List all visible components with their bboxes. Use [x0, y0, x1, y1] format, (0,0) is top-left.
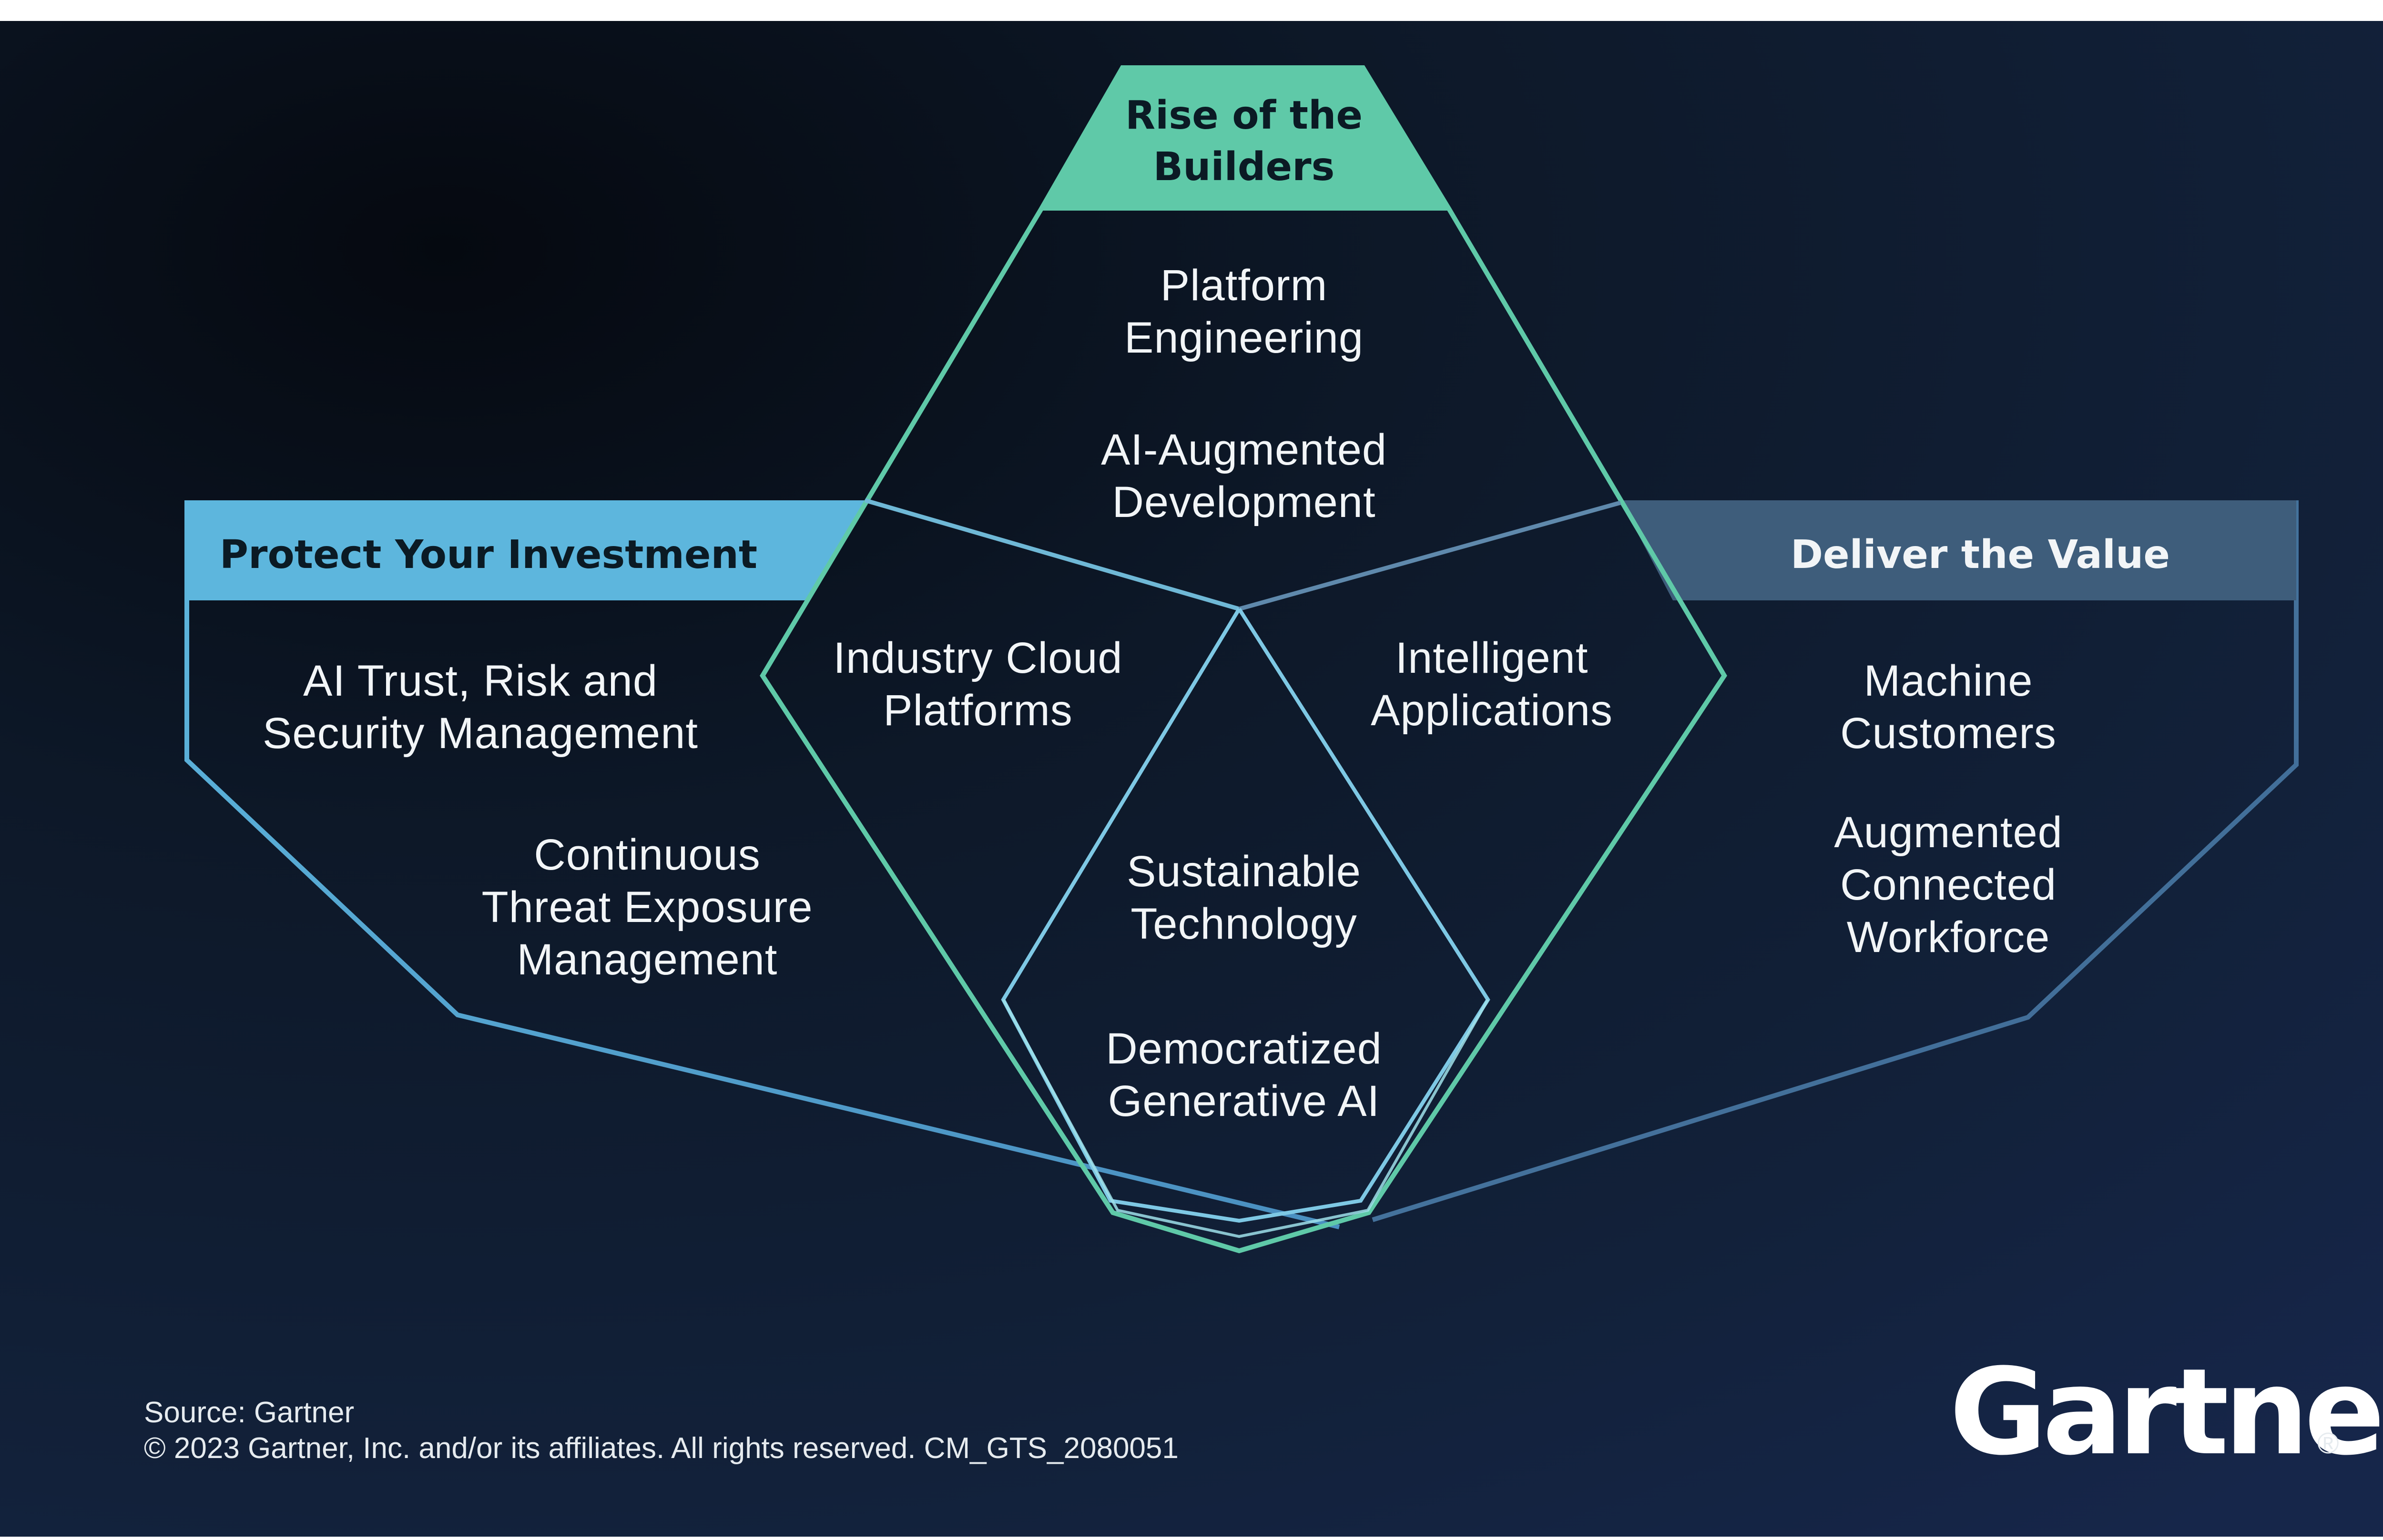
trend-sustainable-technology-line-1: Sustainable: [1127, 847, 1361, 896]
right-cluster-outline: [1372, 500, 2299, 1222]
trend-machine-customers-line-1: Machine: [1864, 657, 2033, 705]
trend-augmented-connected-workforce-line-3: Workforce: [1847, 913, 2050, 962]
right-cluster-header: Deliver the Value: [1791, 532, 2170, 578]
trend-ctem-line-1: Continuous: [534, 831, 760, 879]
trend-ai-trism-line-2: Security Management: [263, 709, 698, 758]
trend-ctem-line-2: Threat Exposure: [481, 883, 813, 932]
top-cluster: [760, 65, 1727, 1254]
trend-ai-augmented-development-line-2: Development: [1112, 478, 1375, 527]
trend-augmented-connected-workforce-line-1: Augmented: [1834, 808, 2063, 857]
top-cluster-outline: [760, 65, 1727, 1254]
gartner-logo-registered-mark: ®: [2317, 1427, 2339, 1460]
trend-platform-engineering-line-2: Engineering: [1124, 314, 1364, 362]
inner-line-left: [864, 498, 1240, 611]
trend-augmented-connected-workforce-line-2: Connected: [1840, 861, 2057, 909]
left-cluster-outline: [184, 500, 1340, 1229]
overlap-items: Industry Cloud Platforms Intelligent App…: [833, 634, 1613, 1125]
right-cluster-header-band: [1620, 500, 2296, 600]
trend-ai-trism-line-1: AI Trust, Risk and: [303, 657, 658, 705]
trend-ai-augmented-development-line-1: AI-Augmented: [1101, 426, 1387, 474]
trend-machine-customers-line-2: Customers: [1840, 709, 2057, 758]
top-cluster-header: Rise of the Builders: [1125, 93, 1363, 190]
overlap-lines: [864, 498, 1621, 1238]
trend-platform-engineering-line-1: Platform: [1161, 261, 1328, 310]
center-diamond-inner-edge: [1002, 999, 1489, 1238]
trend-democratized-generative-ai-line-2: Generative AI: [1108, 1077, 1380, 1125]
trend-intelligent-applications-line-1: Intelligent: [1395, 634, 1589, 682]
gartner-logo: Gartner ®: [1949, 1343, 2383, 1481]
top-cluster-header-band: [1041, 68, 1449, 211]
left-cluster-header: Protect Your Investment: [220, 532, 757, 578]
trend-ctem-line-3: Management: [517, 935, 778, 984]
footer-copyright: © 2023 Gartner, Inc. and/or its affiliat…: [144, 1432, 1179, 1465]
footer: Source: Gartner © 2023 Gartner, Inc. and…: [144, 1396, 1179, 1465]
right-cluster: [1372, 500, 2299, 1222]
trend-democratized-generative-ai-line-1: Democratized: [1106, 1024, 1382, 1073]
gartner-logo-wordmark: Gartner: [1949, 1343, 2383, 1481]
top-cluster-items: Platform Engineering AI-Augmented Develo…: [1101, 261, 1387, 527]
left-cluster-items: AI Trust, Risk and Security Management C…: [263, 657, 813, 984]
top-header-line-1: Rise of the: [1125, 93, 1363, 138]
trend-sustainable-technology-line-2: Technology: [1130, 900, 1357, 948]
inner-line-right: [1238, 500, 1621, 611]
left-cluster-header-band: [187, 500, 867, 600]
trend-industry-cloud-platforms-line-1: Industry Cloud: [833, 634, 1122, 682]
trend-industry-cloud-platforms-line-2: Platforms: [883, 686, 1073, 735]
bottom-strip: [0, 1537, 2383, 1540]
trend-intelligent-applications-line-2: Applications: [1371, 686, 1613, 735]
left-cluster: [184, 500, 1340, 1229]
card-background: [0, 21, 2383, 1540]
footer-source: Source: Gartner: [144, 1396, 354, 1429]
right-cluster-items: Machine Customers Augmented Connected Wo…: [1834, 657, 2063, 962]
top-header-line-2: Builders: [1153, 144, 1335, 190]
